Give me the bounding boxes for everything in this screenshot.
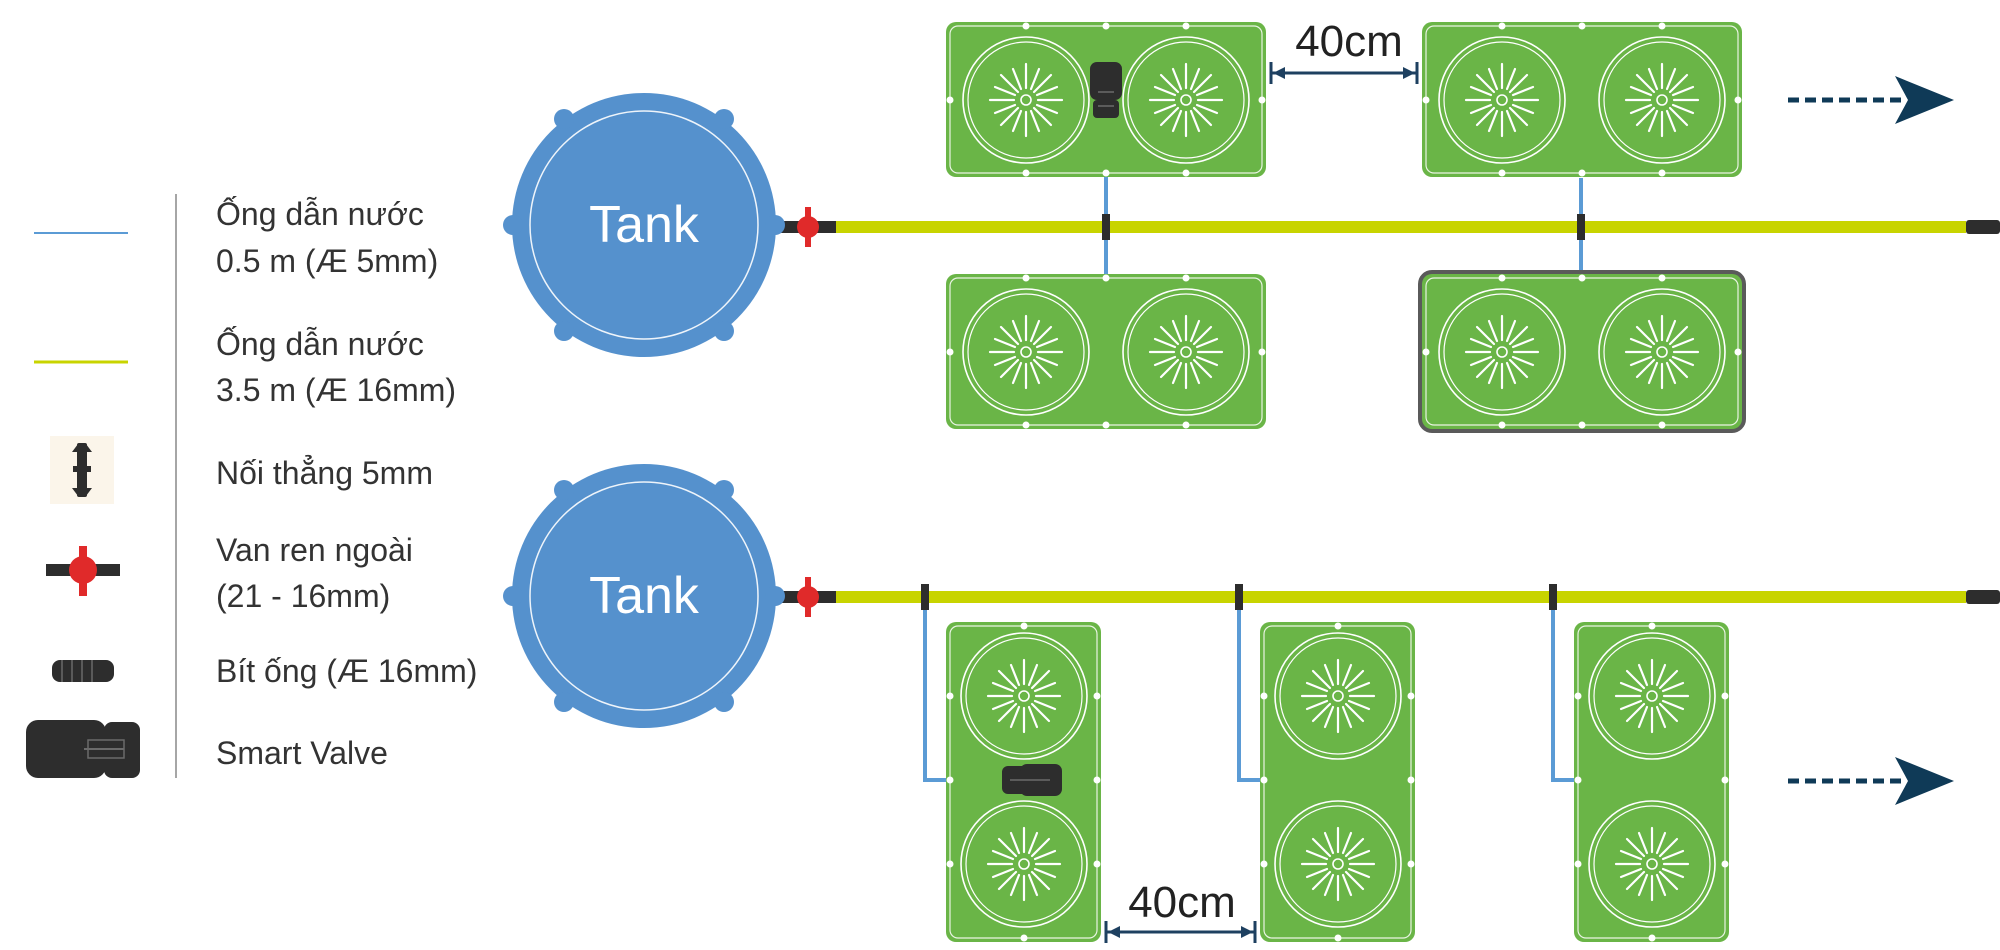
legend-smart-valve-label: Smart Valve: [216, 735, 388, 771]
tray-selected: [1418, 270, 1746, 433]
legend-item-valve: Van ren ngoài (21 - 16mm): [46, 532, 413, 614]
legend-pipe-16mm-line1: Ống dẫn nước: [216, 326, 424, 362]
bottom-system: Tank 40cm: [502, 463, 2000, 943]
legend-end-cap-label: Bít ống (Æ 16mm): [216, 653, 477, 689]
arrow-icon: [1788, 76, 1954, 124]
straight-connector: [1102, 214, 1110, 240]
legend-item-straight-connector: Nối thẳng 5mm: [50, 436, 433, 504]
pipe-end-cap: [1966, 590, 2000, 604]
branch-pipe-5mm: [1551, 597, 1576, 782]
smart-valve: [1002, 764, 1062, 796]
legend-valve-line2: (21 - 16mm): [216, 578, 390, 614]
smart-valve: [1089, 61, 1123, 119]
spacing-label: 40cm: [1128, 878, 1236, 927]
tank-label: Tank: [589, 196, 700, 254]
legend-pipe-5mm-line1: Ống dẫn nước: [216, 196, 424, 232]
valve-icon: [46, 546, 120, 596]
main-pipe-16mm: [778, 591, 1966, 603]
straight-connector: [921, 584, 929, 610]
tank-label: Tank: [589, 567, 700, 625]
valve: [780, 207, 836, 247]
top-system: Tank 40cm: [502, 17, 2000, 433]
straight-connector: [1577, 214, 1585, 240]
legend-item-pipe-5mm: Ống dẫn nước 0.5 m (Æ 5mm): [34, 196, 438, 279]
legend-valve-line1: Van ren ngoài: [216, 532, 413, 568]
pipe-end-cap: [1966, 220, 2000, 234]
spacing-label: 40cm: [1295, 17, 1403, 66]
tray: [1260, 622, 1415, 942]
spacing-indicator: [1104, 921, 1257, 943]
main-pipe-16mm: [778, 221, 1966, 233]
tray: [1422, 22, 1742, 177]
tray: [1574, 622, 1729, 942]
legend-pipe-5mm-line2: 0.5 m (Æ 5mm): [216, 243, 438, 279]
valve: [780, 577, 836, 617]
legend-item-smart-valve: Smart Valve: [26, 720, 388, 778]
legend-straight-connector-label: Nối thẳng 5mm: [216, 455, 433, 491]
legend: Ống dẫn nước 0.5 m (Æ 5mm) Ống dẫn nước …: [26, 194, 477, 778]
legend-pipe-16mm-line2: 3.5 m (Æ 16mm): [216, 372, 456, 408]
arrow-icon: [1788, 757, 1954, 805]
straight-connector: [1235, 584, 1243, 610]
legend-item-end-cap: Bít ống (Æ 16mm): [52, 653, 477, 689]
branch-pipe-5mm: [1237, 597, 1262, 782]
straight-connector: [1549, 584, 1557, 610]
tray: [946, 274, 1266, 429]
smart-valve-icon: [26, 720, 140, 778]
straight-connector-icon: [50, 436, 114, 504]
legend-item-pipe-16mm: Ống dẫn nước 3.5 m (Æ 16mm): [34, 326, 456, 408]
spacing-indicator: [1269, 62, 1419, 84]
end-cap-icon: [52, 660, 114, 682]
